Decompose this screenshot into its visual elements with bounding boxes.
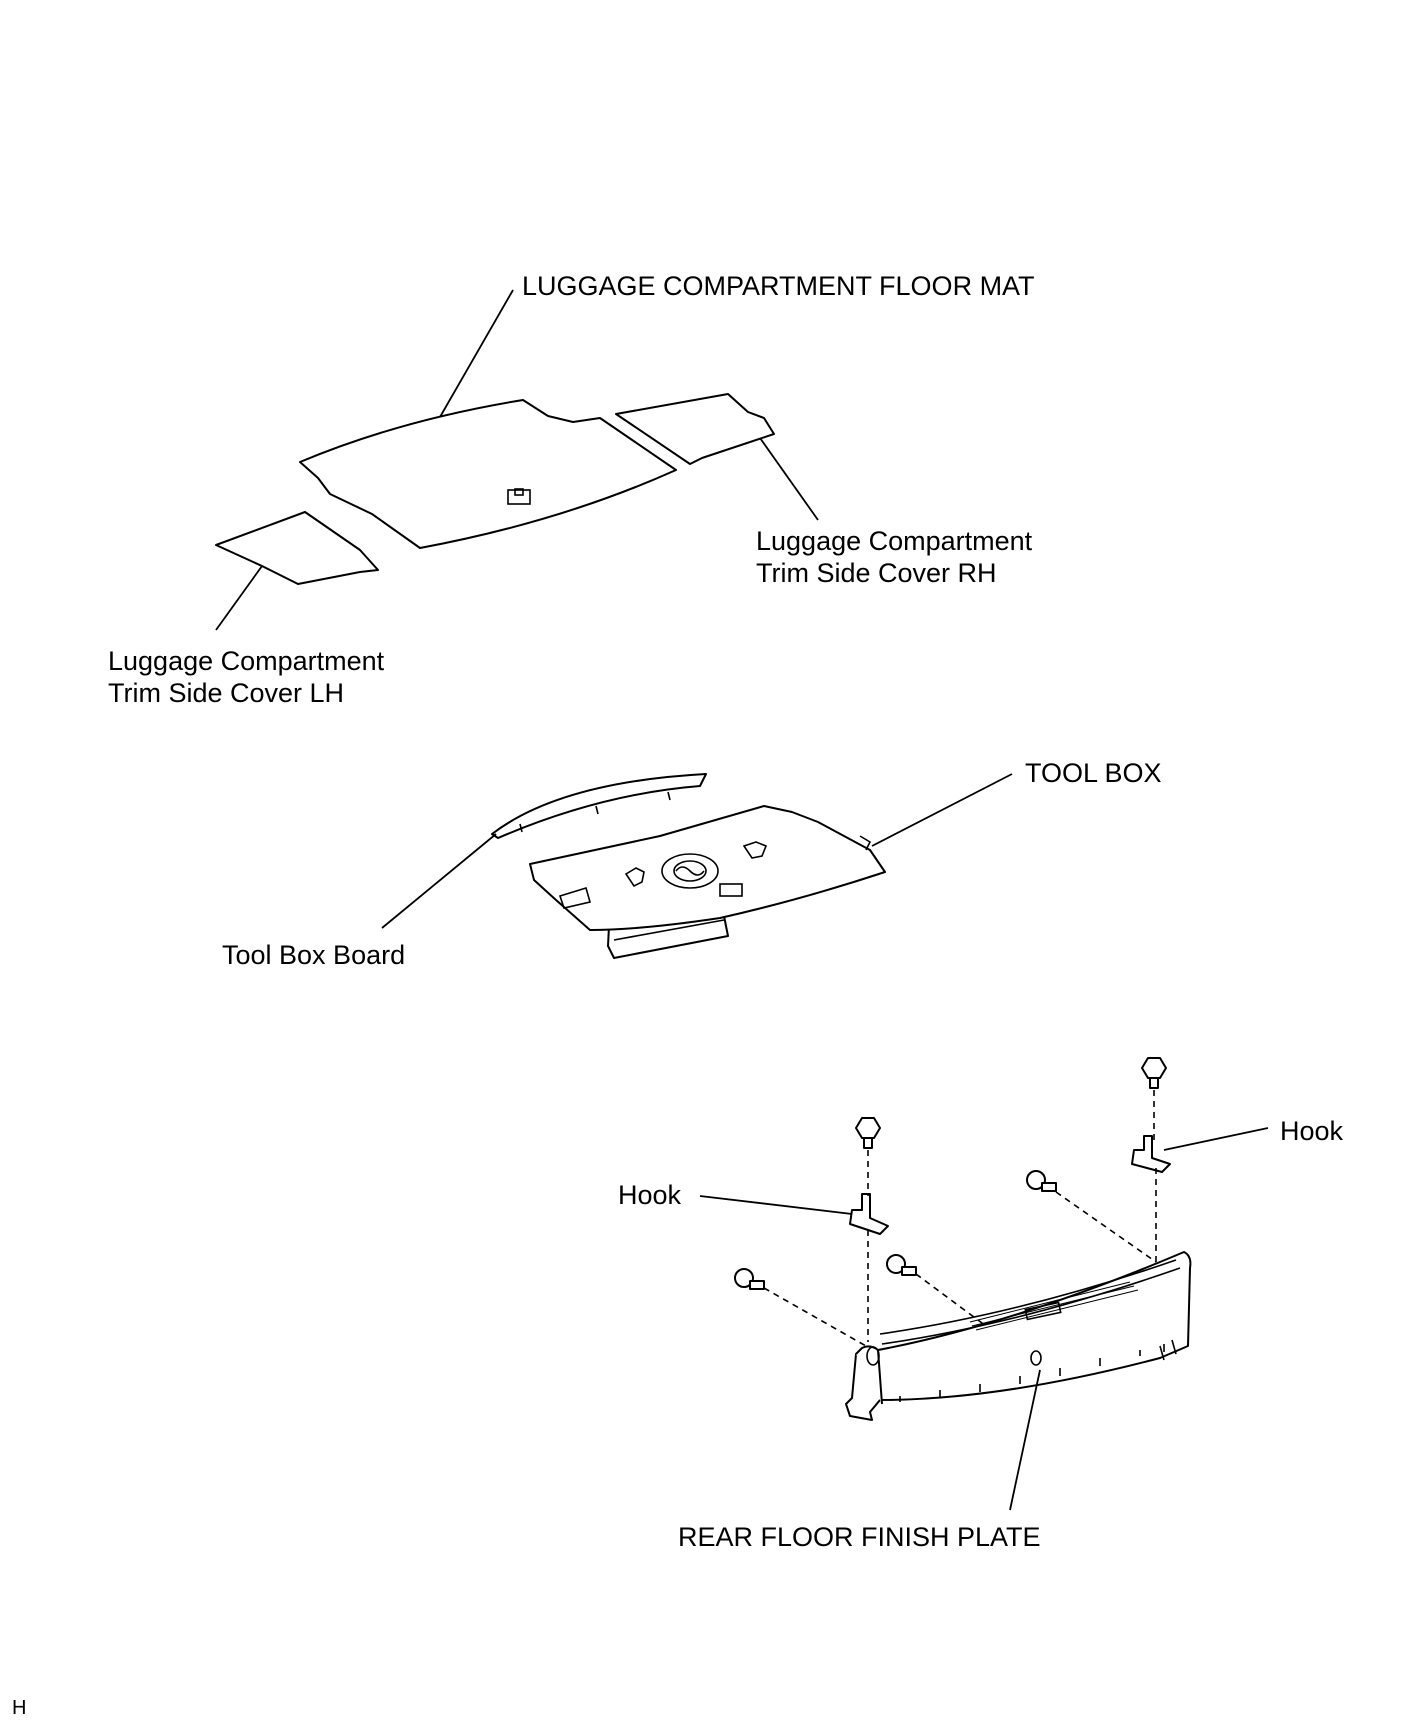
label-tool-box: TOOL BOX <box>1025 758 1162 788</box>
install-line-5 <box>1055 1191 1157 1263</box>
label-tool-box-board: Tool Box Board <box>222 940 405 970</box>
label-side-cover-lh-line2: Trim Side Cover LH <box>108 678 344 708</box>
clip-mid-right <box>1026 1170 1057 1192</box>
rear-floor-finish-plate-part <box>845 1251 1192 1421</box>
clip-mid-center <box>886 1254 917 1276</box>
side-cover-lh-leader <box>215 565 263 631</box>
label-rear-floor-finish-plate: REAR FLOOR FINISH PLATE <box>678 1522 1041 1552</box>
tool-box-part <box>529 805 886 959</box>
side-cover-rh-leader <box>759 437 819 521</box>
rear-floor-finish-plate-leader <box>1009 1369 1041 1511</box>
clip-top-right <box>1141 1057 1167 1089</box>
hook-left-part <box>849 1193 889 1235</box>
label-side-cover-rh-line2: Trim Side Cover RH <box>756 558 997 588</box>
clip-top-left <box>855 1117 881 1149</box>
corner-mark: H <box>12 1697 26 1719</box>
install-line-6 <box>915 1273 987 1327</box>
tool-box-board-part <box>491 773 707 839</box>
floor-mat-leader <box>439 289 514 418</box>
hook-left-leader <box>699 1195 853 1215</box>
floor-mat-part <box>299 399 677 549</box>
tool-box-leader <box>871 773 1013 847</box>
label-floor-mat: LUGGAGE COMPARTMENT FLOOR MAT <box>522 271 1035 301</box>
tool-box-board-leader <box>381 833 497 929</box>
trim-side-cover-rh-part <box>615 393 775 465</box>
label-hook-left: Hook <box>618 1180 682 1210</box>
install-line-7 <box>763 1287 867 1347</box>
label-side-cover-rh-line1: Luggage Compartment <box>756 526 1033 556</box>
label-side-cover-lh-line1: Luggage Compartment <box>108 646 385 676</box>
clip-left <box>734 1268 765 1290</box>
hook-right-leader <box>1163 1127 1269 1151</box>
label-hook-right: Hook <box>1280 1116 1344 1146</box>
trim-side-cover-lh-part <box>215 511 379 585</box>
hook-right-part <box>1131 1135 1171 1173</box>
